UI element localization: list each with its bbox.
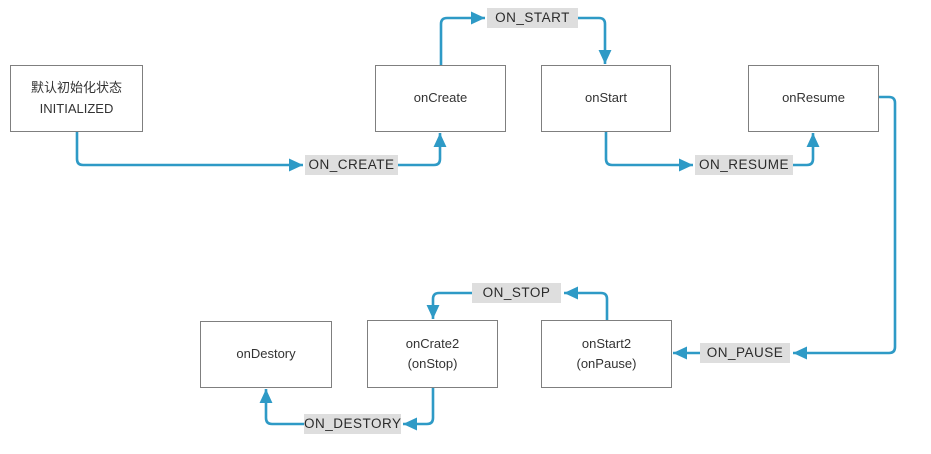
state-label: onStart	[585, 90, 627, 106]
state-sublabel: (onStop)	[407, 356, 458, 371]
state-label: onStart2	[581, 335, 632, 351]
state-label: onCrate2	[405, 335, 460, 351]
arrow-on-start-to-onstart	[578, 16, 612, 64]
state-label: onDestory	[236, 346, 296, 362]
state-box-ondestory: onDestory	[200, 321, 332, 388]
arrow-oncreate-to-on-start	[439, 11, 485, 65]
state-box-onresume: onResume	[748, 65, 879, 132]
state-label-zh: 默认初始化状态	[30, 80, 122, 96]
arrow-on-destory-to-ondestory	[259, 389, 304, 426]
state-label: onCreate	[413, 90, 468, 106]
state-label-en: INITIALIZED	[39, 100, 114, 116]
state-box-oncrate2: onCrate2 (onStop)	[367, 320, 498, 388]
event-label-on-create: ON_CREATE	[305, 155, 398, 175]
state-box-initialized: 默认初始化状态 INITIALIZED	[10, 65, 143, 132]
arrow-onresume-to-on-pause	[793, 95, 897, 360]
arrow-initialized-to-on-create	[75, 132, 303, 172]
state-box-onstart2: onStart2 (onPause)	[541, 320, 672, 388]
event-label-on-destory: ON_DESTORY	[304, 414, 401, 434]
event-label-on-stop: ON_STOP	[472, 283, 561, 303]
state-box-onstart: onStart	[541, 65, 671, 132]
arrow-onstart-to-on-resume	[604, 132, 693, 172]
arrow-onstart2-to-on-stop	[564, 286, 609, 320]
arrow-on-stop-to-oncrate2	[426, 291, 472, 319]
state-label: onResume	[782, 90, 845, 106]
event-label-on-resume: ON_RESUME	[695, 155, 793, 175]
state-box-oncreate: onCreate	[375, 65, 506, 132]
state-sublabel: (onPause)	[576, 356, 637, 371]
arrow-on-create-to-oncreate	[398, 133, 447, 167]
arrow-on-resume-to-onresume	[793, 133, 820, 167]
event-label-on-start: ON_START	[487, 8, 578, 28]
arrow-oncrate2-to-on-destory	[403, 388, 435, 431]
event-label-on-pause: ON_PAUSE	[700, 343, 790, 363]
